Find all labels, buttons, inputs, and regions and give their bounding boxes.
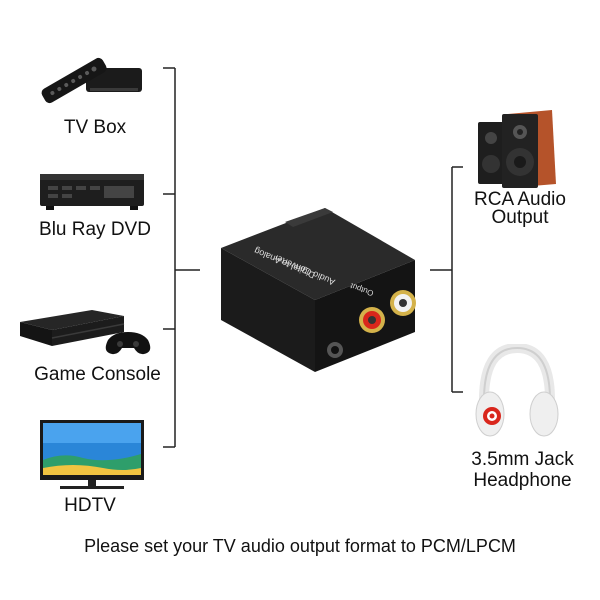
output-label-headphone-line2: Headphone [473,470,572,491]
output-label-headphone-line1: 3.5mm Jack [471,449,574,470]
hdtv-icon [40,420,144,494]
tv-box-icon [38,54,146,110]
converter-device [215,200,425,380]
output-label-rca-line2: Output [491,207,549,228]
output-label-rca-line1: RCA Audio [474,189,566,210]
input-label-blu-ray-dvd: Blu Ray DVD [39,219,151,240]
speakers-icon [478,108,558,188]
input-label-game-console: Game Console [34,364,161,385]
input-label-tv-box: TV Box [63,117,127,138]
game-console-icon [20,306,156,358]
headphone-icon [474,344,560,442]
caption-text: Please set your TV audio output format t… [84,536,516,556]
input-label-hdtv: HDTV [64,495,116,516]
blu-ray-player-icon [40,170,144,212]
